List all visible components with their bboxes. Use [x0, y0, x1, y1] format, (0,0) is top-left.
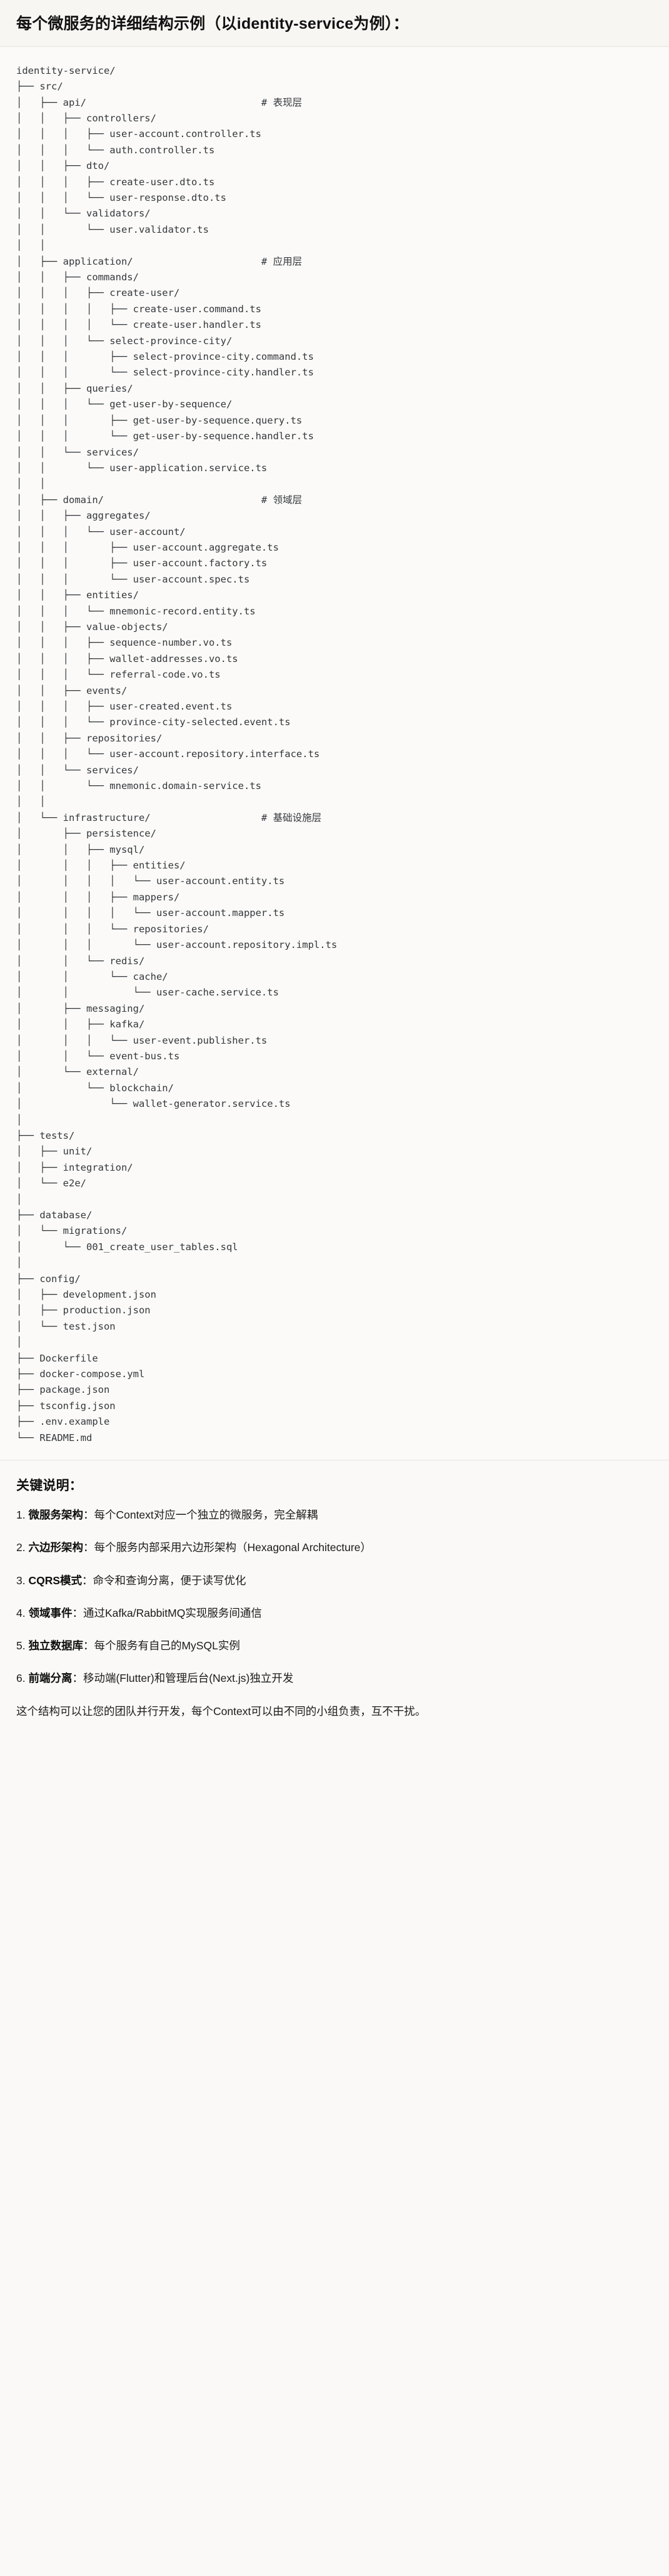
- key-point-separator: ：: [83, 1541, 94, 1554]
- key-point-description: 命令和查询分离，便于读写优化: [93, 1574, 246, 1587]
- key-point-item: 前端分离：移动端(Flutter)和管理后台(Next.js)独立开发: [16, 1670, 653, 1686]
- directory-tree: identity-service/ ├── src/ │ ├── api/ # …: [16, 64, 338, 1443]
- key-point-separator: ：: [83, 1639, 94, 1652]
- key-point-term: CQRS模式: [28, 1574, 83, 1587]
- page-title: 每个微服务的详细结构示例（以identity-service为例）：: [16, 15, 409, 33]
- key-point-separator: ：: [82, 1574, 93, 1587]
- key-point-term: 领域事件: [28, 1606, 73, 1619]
- key-point-item: 微服务架构：每个Context对应一个独立的微服务，完全解耦: [16, 1507, 653, 1523]
- document-page: 每个微服务的详细结构示例（以identity-service为例）： ident…: [0, 0, 669, 1736]
- key-point-item: 领域事件：通过Kafka/RabbitMQ实现服务间通信: [16, 1605, 653, 1621]
- key-point-item: 独立数据库：每个服务有自己的MySQL实例: [16, 1637, 653, 1654]
- key-point-separator: ：: [83, 1509, 94, 1522]
- directory-tree-block: identity-service/ ├── src/ │ ├── api/ # …: [0, 46, 669, 1460]
- key-point-description: 移动端(Flutter)和管理后台(Next.js)独立开发: [83, 1672, 294, 1685]
- key-point-description: 每个服务内部采用六边形架构（Hexagonal Architecture）: [94, 1541, 371, 1554]
- key-point-term: 前端分离: [28, 1672, 73, 1685]
- key-points-section: 关键说明： 微服务架构：每个Context对应一个独立的微服务，完全解耦六边形架…: [0, 1460, 669, 1736]
- key-point-separator: ：: [72, 1672, 83, 1685]
- closing-paragraph: 这个结构可以让您的团队并行开发，每个Context可以由不同的小组负责，互不干扰…: [16, 1704, 426, 1718]
- document-header: 每个微服务的详细结构示例（以identity-service为例）：: [0, 0, 669, 47]
- key-points-title: 关键说明：: [16, 1479, 83, 1494]
- key-point-item: CQRS模式：命令和查询分离，便于读写优化: [16, 1572, 653, 1589]
- key-point-term: 独立数据库: [28, 1639, 83, 1652]
- key-point-item: 六边形架构：每个服务内部采用六边形架构（Hexagonal Architectu…: [16, 1539, 653, 1555]
- key-point-description: 通过Kafka/RabbitMQ实现服务间通信: [83, 1606, 262, 1619]
- key-point-term: 六边形架构: [28, 1541, 83, 1554]
- key-point-term: 微服务架构: [28, 1509, 83, 1522]
- key-point-description: 每个Context对应一个独立的微服务，完全解耦: [94, 1509, 318, 1522]
- key-points-list: 微服务架构：每个Context对应一个独立的微服务，完全解耦六边形架构：每个服务…: [16, 1507, 653, 1687]
- key-point-separator: ：: [72, 1606, 83, 1619]
- key-point-description: 每个服务有自己的MySQL实例: [94, 1639, 240, 1652]
